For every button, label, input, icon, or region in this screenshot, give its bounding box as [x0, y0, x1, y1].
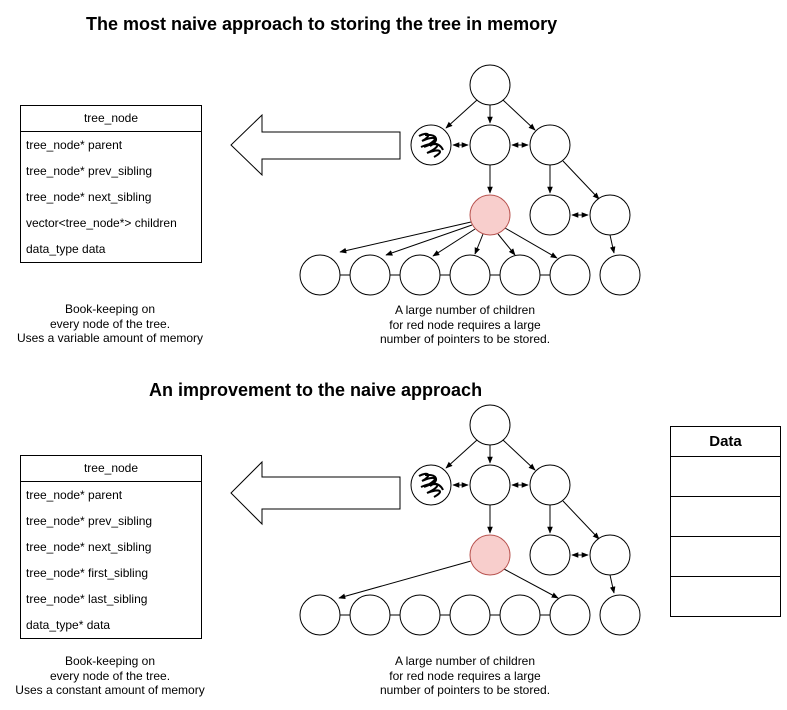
caption-line: A large number of children [394, 654, 536, 668]
tree-naive [230, 64, 641, 296]
data-table-cell [671, 497, 780, 537]
edge [432, 228, 476, 257]
highlighted-node [469, 194, 511, 236]
struct-field-last-sibling: tree_node* last_sibling [26, 592, 148, 606]
edge [339, 221, 472, 254]
struct-field-prev-sibling: tree_node* prev_sibling [26, 164, 153, 178]
struct-field-children: vector<tree_node*> children [26, 216, 177, 230]
tree-node [529, 124, 571, 166]
caption-line: A large number of children [394, 303, 536, 317]
tree-node [399, 254, 441, 296]
caption-line: number of pointers to be stored. [379, 683, 551, 697]
section1-right-caption: A large number of children for red node … [360, 303, 570, 347]
tree-node [529, 534, 571, 576]
struct-field-parent: tree_node* parent [26, 488, 123, 502]
tree-node [299, 254, 341, 296]
struct-field-data: data_type data [26, 242, 106, 256]
section2-left-caption: Book-keeping on every node of the tree. … [10, 654, 210, 698]
caption-line: every node of the tree. [49, 316, 171, 331]
struct-header: tree_node [21, 456, 201, 482]
struct-field-next-sibling: tree_node* next_sibling [26, 540, 152, 554]
struct-field-next-sibling: tree_node* next_sibling [26, 190, 152, 204]
scribble-icon [410, 124, 452, 166]
struct-field-parent: tree_node* parent [26, 138, 123, 152]
tree-node [469, 124, 511, 166]
edge [609, 234, 616, 254]
edge [502, 439, 536, 471]
struct-field-prev-sibling: tree_node* prev_sibling [26, 514, 153, 528]
data-table-cell [671, 457, 780, 497]
tree-improved [230, 404, 641, 636]
tree-node [529, 194, 571, 236]
section1-title: The most naive approach to storing the t… [86, 14, 558, 34]
section2-title: An improvement to the naive approach [149, 380, 483, 400]
caption-line: Uses a variable amount of memory [16, 331, 204, 345]
tree-node [589, 534, 631, 576]
caption-line: for red node requires a large [389, 317, 541, 332]
edge [497, 233, 516, 256]
edge [502, 99, 536, 131]
tree-node [449, 594, 491, 636]
left-arrow-icon [230, 460, 401, 526]
tree-node [599, 254, 641, 296]
edge [503, 568, 559, 599]
edge [474, 233, 484, 255]
left-arrow-icon [230, 113, 401, 177]
struct-field-data: data_type* data [26, 618, 111, 632]
tree-node [349, 594, 391, 636]
edge [562, 500, 600, 540]
data-table-cell [671, 537, 780, 577]
section1-left-caption: Book-keeping on every node of the tree. … [10, 302, 210, 346]
tree-node [499, 594, 541, 636]
caption-line: Book-keeping on [64, 302, 156, 316]
tree-node [449, 254, 491, 296]
tree-node [469, 64, 511, 106]
tree-node [299, 594, 341, 636]
caption-line: for red node requires a large [389, 668, 541, 683]
tree-node [399, 594, 441, 636]
caption-line: Book-keeping on [64, 654, 156, 668]
tree-node-struct-naive: tree_node tree_node* parent tree_node* p… [20, 105, 202, 263]
tree-node [529, 464, 571, 506]
caption-line: every node of the tree. [49, 668, 171, 683]
caption-line: Uses a constant amount of memory [15, 683, 205, 697]
tree-node [469, 464, 511, 506]
data-table: Data [670, 426, 781, 617]
caption-line: number of pointers to be stored. [379, 332, 551, 346]
edge [385, 224, 473, 256]
tree-node [599, 594, 641, 636]
edge [338, 560, 472, 599]
struct-field-first-sibling: tree_node* first_sibling [26, 566, 149, 580]
tree-node-struct-improved: tree_node tree_node* parent tree_node* p… [20, 455, 202, 639]
edge [504, 227, 558, 259]
edge [609, 574, 616, 594]
edge [445, 439, 478, 469]
tree-node [589, 194, 631, 236]
tree-node [549, 254, 591, 296]
edge [445, 99, 478, 129]
tree-node [549, 594, 591, 636]
data-table-header: Data [671, 427, 780, 457]
tree-node [349, 254, 391, 296]
tree-node [499, 254, 541, 296]
edge [562, 160, 600, 200]
tree-node [469, 404, 511, 446]
scribble-icon [410, 464, 452, 506]
section2-right-caption: A large number of children for red node … [360, 654, 570, 698]
struct-header: tree_node [21, 106, 201, 132]
highlighted-node [469, 534, 511, 576]
